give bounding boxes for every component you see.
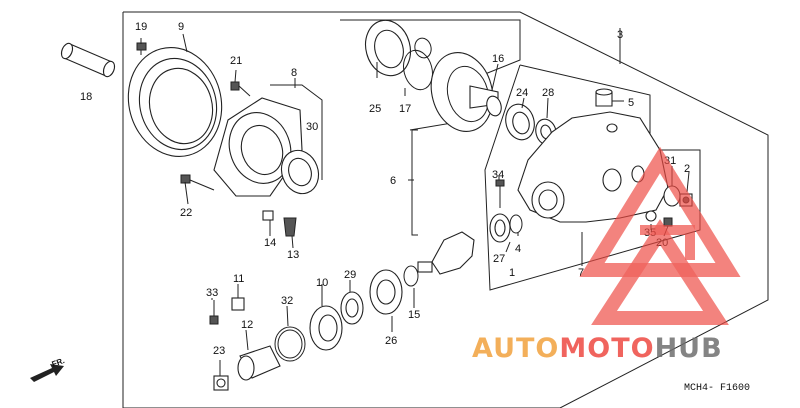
part-21-bolt [230, 81, 251, 97]
callout-5: 5 [628, 97, 634, 109]
callout-14: 14 [264, 237, 276, 249]
callout-10: 10 [316, 277, 328, 289]
part-23-nut [213, 375, 229, 391]
callout-21: 21 [230, 55, 242, 67]
part-33-bolt [209, 300, 219, 325]
callout-16: 16 [492, 53, 504, 65]
callout-24: 24 [516, 87, 528, 99]
callout-11: 11 [233, 273, 244, 285]
callout-15: 15 [408, 309, 420, 321]
part-34-stud [495, 179, 505, 208]
callout-30: 30 [306, 121, 318, 133]
part-27-bearing [489, 213, 511, 243]
callout-2: 2 [684, 163, 690, 175]
callout-32: 32 [281, 295, 293, 307]
callout-26: 26 [385, 335, 397, 347]
bracket-8 [270, 84, 323, 180]
watermark-part3: HUB [655, 333, 723, 364]
callout-8: 8 [291, 67, 297, 79]
part-32-oring [274, 326, 306, 362]
callout-1: 1 [509, 267, 515, 279]
callout-12: 12 [241, 319, 253, 331]
part-5-cap [595, 88, 613, 107]
callout-9: 9 [178, 21, 184, 33]
callout-4: 4 [515, 243, 521, 255]
part-19-bolt [136, 42, 147, 55]
callout-27: 27 [493, 253, 505, 265]
part-14-washer [262, 210, 274, 221]
bracket-6 [411, 129, 418, 236]
part-20-bolt [663, 217, 673, 227]
callout-23: 23 [213, 345, 225, 357]
part-30-seal [280, 149, 320, 195]
part-29-seal [340, 291, 364, 325]
callout-3: 3 [617, 29, 623, 41]
part-25-bearing [364, 19, 412, 77]
leader-lines [140, 28, 690, 376]
callout-7: 7 [578, 267, 584, 279]
part-17-circlip [403, 37, 433, 91]
callout-19: 19 [135, 21, 147, 33]
part-13-plug [283, 217, 297, 237]
callout-18: 18 [80, 91, 92, 103]
callout-13: 13 [287, 249, 299, 261]
part-18-sleeve [60, 42, 116, 78]
part-16-shim [486, 95, 502, 117]
case-box [484, 64, 701, 291]
watermark-part1: AUTO [472, 333, 559, 364]
outer-frame [122, 11, 769, 408]
callout-34: 34 [492, 169, 504, 181]
part-ring-gear [430, 52, 499, 132]
part-10-spline [309, 305, 343, 351]
part-9-ring [127, 47, 223, 157]
part-8-holder [213, 97, 303, 197]
part-24-bearing [505, 103, 535, 141]
callout-29: 29 [344, 269, 356, 281]
part-12-joint [237, 345, 281, 381]
part-15-circlip [403, 265, 419, 287]
watermark-text: AUTOMOTOHUB [472, 333, 723, 364]
watermark-triangle-icon [579, 146, 741, 325]
callout-33: 33 [206, 287, 218, 299]
part-4-circlip [509, 214, 523, 234]
part-6-pinion [417, 231, 475, 275]
direction-label: FR. [51, 356, 66, 369]
watermark-part2: MOTO [559, 333, 654, 364]
fr-arrow-icon: FR. [30, 356, 66, 382]
part-11-collar [231, 297, 245, 311]
callout-6: 6 [390, 175, 396, 187]
watermark: AUTOMOTOHUB [472, 146, 741, 364]
callout-17: 17 [399, 103, 411, 115]
part-26-bearing [369, 269, 403, 315]
callout-22: 22 [180, 207, 192, 219]
callout-25: 25 [369, 103, 381, 115]
callout-28: 28 [542, 87, 554, 99]
drawing-code: MCH4- F1600 [684, 383, 750, 394]
part-35-washer [645, 210, 657, 222]
